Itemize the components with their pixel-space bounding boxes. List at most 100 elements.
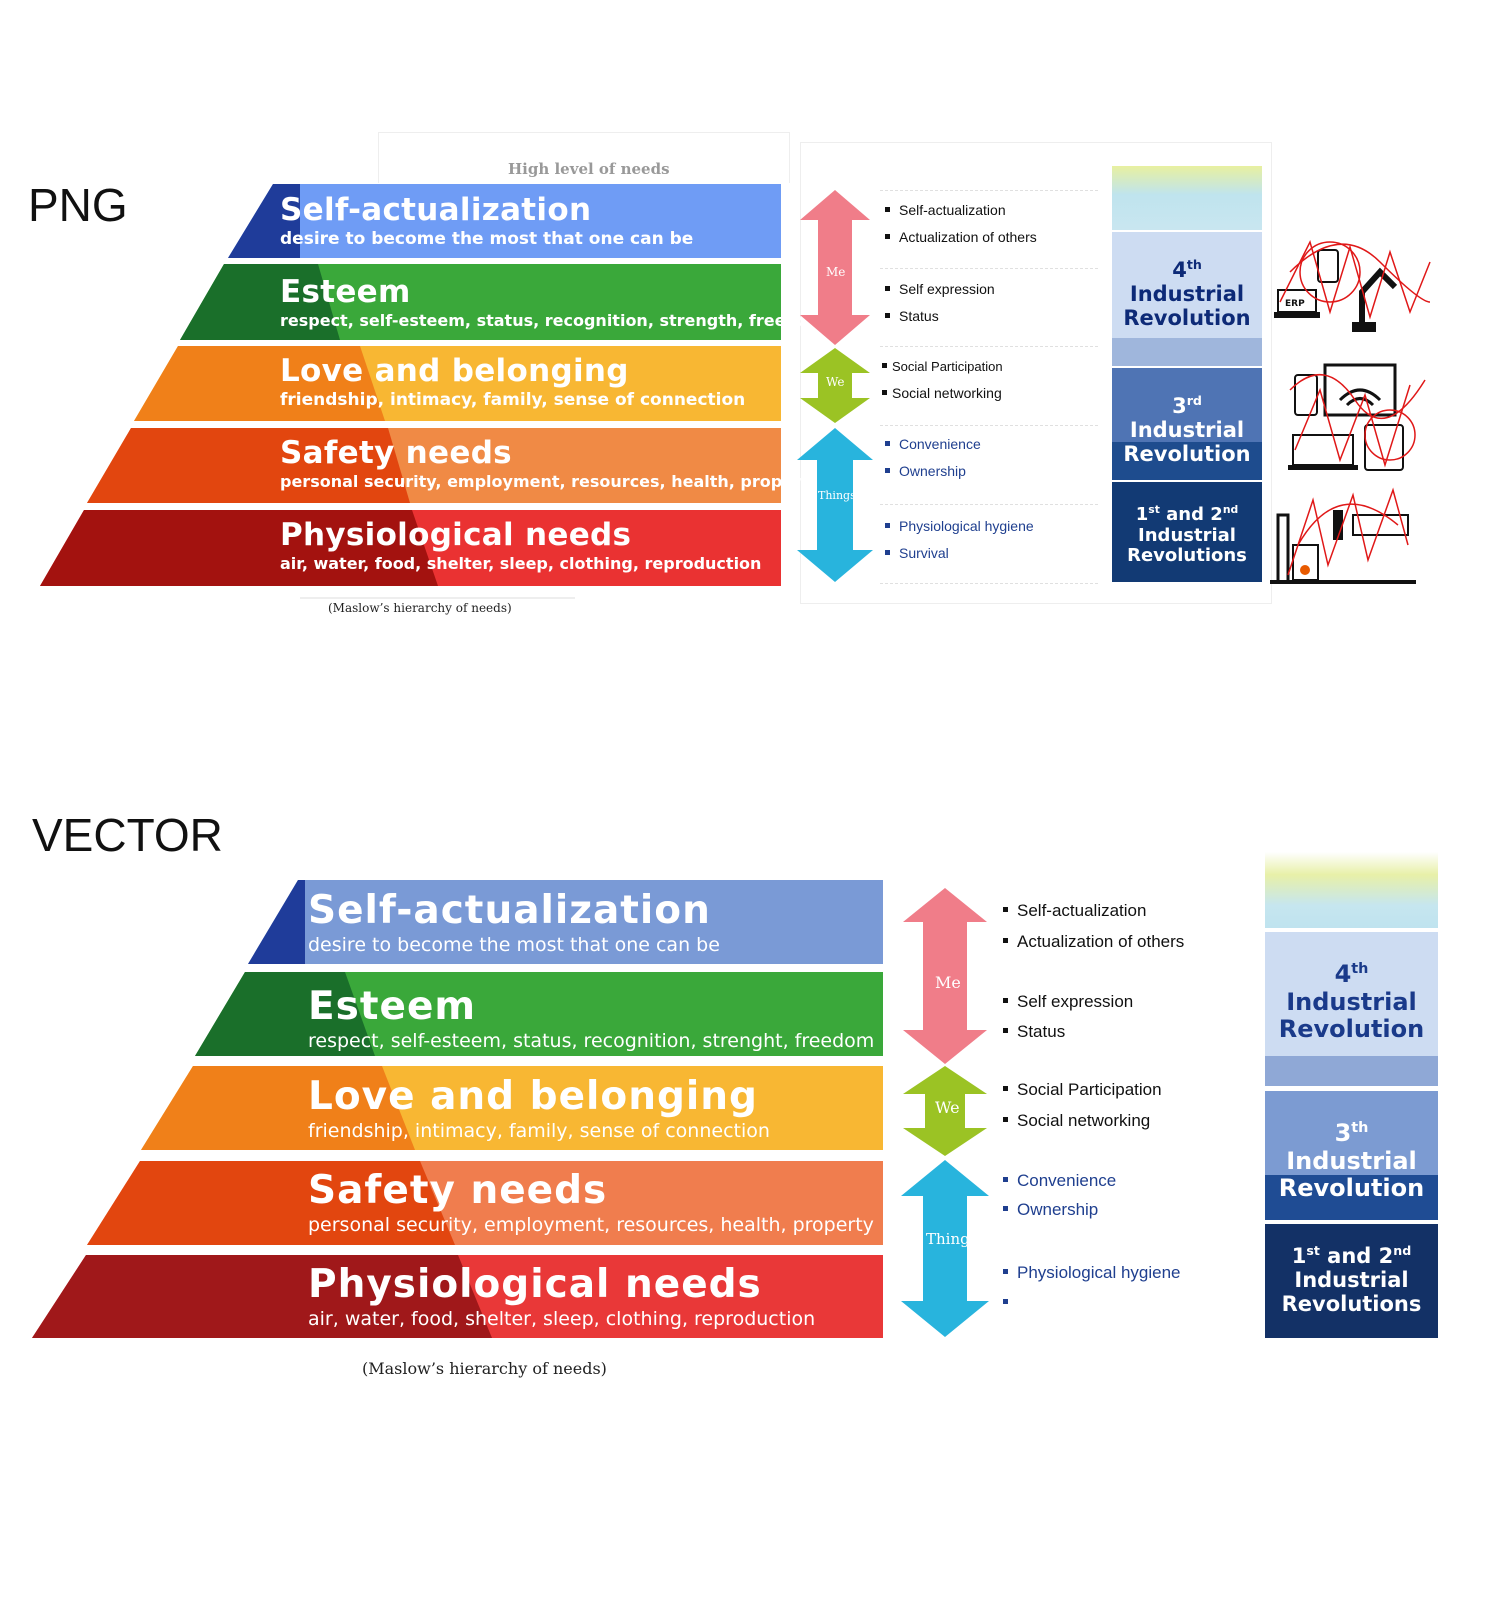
png-bullet: Social networking: [882, 385, 1002, 401]
vector-bullet: Ownership: [1003, 1200, 1098, 1220]
vector-tier-2-text: Esteem respect, self-esteem, status, rec…: [308, 985, 874, 1053]
vector-arrow-we: [903, 1066, 987, 1156]
erp-robot-arm-icon: ERP: [1274, 239, 1431, 332]
png-rev-1-block: [1112, 482, 1262, 582]
png-separator: [880, 268, 1098, 269]
png-bullet: Ownership: [885, 463, 966, 479]
vector-arrow-things: [901, 1160, 989, 1337]
png-tier-1-sub: desire to become the most that one can b…: [280, 229, 694, 249]
vector-arrow-things-label: Things: [926, 1230, 978, 1248]
png-tier-2-sub: respect, self-esteem, status, recognitio…: [280, 311, 825, 330]
vector-bullet: Actualization of others: [1003, 932, 1184, 952]
png-tier-3-text: Love and belonging friendship, intimacy,…: [280, 353, 745, 411]
png-bullet: Self expression: [885, 281, 995, 297]
vector-rev-3-text: 3th Industrial Revolution: [1278, 1119, 1425, 1203]
png-rev-gradient: [1112, 166, 1262, 230]
png-separator: [880, 504, 1098, 505]
png-bullet: Physiological hygiene: [885, 518, 1034, 534]
vector-tier-3-text: Love and belonging friendship, intimacy,…: [308, 1075, 770, 1143]
png-separator: [880, 583, 1098, 584]
png-arrows: [797, 190, 873, 582]
vector-arrow-me-label: Me: [935, 973, 961, 992]
factory-worker-icon: [1270, 487, 1416, 584]
png-tier-self-actualization-shade: [228, 184, 300, 258]
png-arrow-we: [800, 348, 870, 423]
vector-bullet: Social Participation: [1003, 1080, 1162, 1100]
vector-caption: (Maslow’s hierarchy of needs): [362, 1359, 607, 1378]
vector-tier-5-title: Physiological needs: [308, 1262, 762, 1307]
png-rev-3-block: [1112, 368, 1262, 442]
vector-bullet: Self expression: [1003, 992, 1133, 1012]
png-tier-3-sub: friendship, intimacy, family, sense of c…: [280, 390, 746, 410]
vector-tier-5-sub: air, water, food, shelter, sleep, clothi…: [308, 1308, 816, 1330]
png-separator: [880, 346, 1098, 347]
vector-tier-5-text: Physiological needs air, water, food, sh…: [308, 1263, 815, 1331]
png-bullet: Status: [885, 308, 939, 324]
png-section-label: PNG: [28, 179, 128, 231]
png-tier-love-shade: [134, 346, 385, 421]
png-arrow-things: [797, 428, 873, 582]
vector-tier-safety-shade: [87, 1161, 455, 1245]
png-tier-3-title: Love and belonging: [280, 353, 629, 389]
vector-tier-4-title: Safety needs: [308, 1168, 608, 1213]
vector-tier-self-actualization-shade: [248, 880, 305, 964]
png-tier-safety-shade: [87, 428, 410, 503]
png-tier-5-title: Physiological needs: [280, 517, 632, 553]
png-tier-5-sub: air, water, food, shelter, sleep, clothi…: [280, 554, 762, 573]
vector-bullet: [1003, 1293, 1017, 1313]
png-rev-1-text: 1st and 2nd Industrial Revolutions: [1127, 503, 1247, 567]
vector-rev-4-block: [1265, 932, 1438, 1056]
vector-rev-1-text: 1st and 2nd Industrial Revolutions: [1281, 1243, 1422, 1317]
png-tier-4-title: Safety needs: [280, 435, 512, 471]
png-tier-2-title: Esteem: [280, 274, 411, 310]
vector-tier-2-sub: respect, self-esteem, status, recognitio…: [308, 1030, 875, 1052]
png-arrow-me-label: Me: [826, 265, 846, 279]
png-rev-4-block: [1112, 232, 1262, 338]
vector-tier-esteem-shade: [195, 972, 375, 1056]
vector-bullet: Status: [1003, 1022, 1065, 1042]
png-arrow-me: [800, 190, 870, 345]
png-tier-4-text: Safety needs personal security, employme…: [280, 435, 819, 493]
vector-tier-1-text: Self-actualization desire to become the …: [308, 889, 720, 957]
vector-bullet: Physiological hygiene: [1003, 1263, 1181, 1283]
png-bullet: Convenience: [885, 436, 981, 452]
vector-rev-4-band: [1265, 1056, 1438, 1086]
svg-text:ERP: ERP: [1285, 299, 1305, 309]
vector-rev-3-block: [1265, 1091, 1438, 1175]
png-tier-1-text: Self-actualization desire to become the …: [280, 192, 693, 250]
vector-tier-4-text: Safety needs personal security, employme…: [308, 1169, 874, 1237]
png-tier-esteem-shade: [180, 264, 340, 340]
png-bullet: Self-actualization: [885, 202, 1006, 218]
png-arrow-we-label: We: [826, 375, 845, 389]
png-rev-3-band: [1112, 442, 1262, 480]
png-rev-3-text: 3rd Industrial Revolution: [1123, 393, 1251, 467]
vector-bullet: Social networking: [1003, 1111, 1150, 1131]
vector-tier-1-title: Self-actualization: [308, 888, 711, 933]
vector-rev-gradient: [1265, 852, 1438, 928]
png-bullet: Actualization of others: [885, 229, 1037, 245]
png-separator: [880, 190, 1098, 191]
png-tier-physiological-shade: [40, 510, 438, 586]
png-bullet: Survival: [885, 545, 949, 561]
png-tier-2-text: Esteem respect, self-esteem, status, rec…: [280, 274, 825, 332]
png-rev-4-text: 4th Industrial Revolution: [1123, 257, 1251, 331]
vector-section-label: VECTOR: [32, 809, 223, 861]
png-slide-frame: [378, 132, 790, 183]
png-rev-4-band: [1112, 338, 1262, 366]
png-tier-1-title: Self-actualization: [280, 192, 592, 228]
vector-arrows: [901, 888, 989, 1337]
png-bullet: Social Participation: [882, 359, 1003, 374]
vector-tier-4-sub: personal security, employment, resources…: [308, 1214, 874, 1236]
devices-wifi-icon: [1288, 363, 1426, 471]
png-separator: [880, 425, 1098, 426]
png-caption: (Maslow’s hierarchy of needs): [328, 601, 512, 615]
vector-bullet: Self-actualization: [1003, 901, 1146, 921]
vector-pyramid: [32, 880, 883, 1338]
vector-tier-3-sub: friendship, intimacy, family, sense of c…: [308, 1120, 770, 1142]
png-pyramid: [40, 184, 781, 599]
png-tier-self-actualization: [228, 184, 781, 258]
png-header: High level of needs: [508, 160, 670, 178]
vector-rev-4-text: 4th Industrial Revolution: [1278, 960, 1425, 1044]
vector-tier-self-actualization: [248, 880, 883, 964]
vector-bullet: Convenience: [1003, 1171, 1116, 1191]
